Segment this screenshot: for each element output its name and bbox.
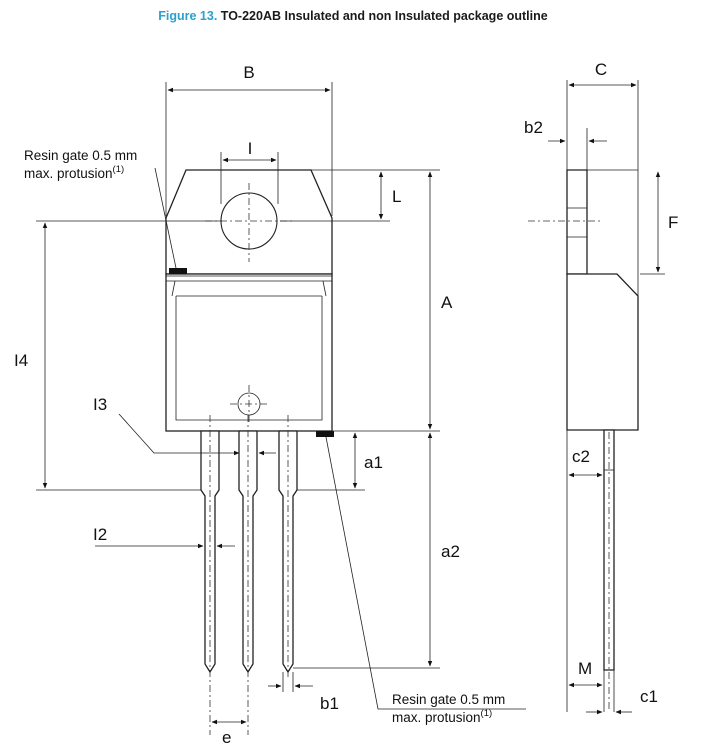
- front-view: B I L A I4 I3 a1 a2 I2 b1 e: [14, 63, 526, 747]
- dim-c-label: C: [595, 60, 607, 79]
- side-body: [566, 273, 639, 431]
- dim-i2-label: I2: [93, 525, 107, 544]
- svg-text:Resin gate 0.5 mm: Resin gate 0.5 mm: [392, 692, 505, 707]
- svg-text:Resin gate 0.5 mm: Resin gate 0.5 mm: [24, 148, 137, 163]
- dim-c1-label: c1: [640, 687, 658, 706]
- figure-caption: TO-220AB Insulated and non Insulated pac…: [221, 9, 548, 23]
- dim-l-label: L: [392, 187, 401, 206]
- dim-i3-leader: [118, 413, 240, 456]
- dim-e-label: e: [222, 728, 231, 747]
- dim-b2-label: b2: [524, 118, 543, 137]
- resin-gate-top-line2: max. protusion: [24, 166, 113, 181]
- body-edge-lines: [166, 275, 332, 282]
- side-tab: [566, 169, 588, 275]
- body-outline: [165, 273, 333, 432]
- resin-gate-bottom-leader: [325, 436, 526, 710]
- dim-m-label: M: [578, 659, 592, 678]
- dim-i3-label: I3: [93, 395, 107, 414]
- resin-gate-bottom-line1: Resin gate 0.5 mm: [392, 692, 505, 707]
- side-view: C b2 F c2 M c1: [524, 60, 678, 715]
- dim-a2-label: a2: [441, 542, 460, 561]
- dim-b-label: B: [243, 63, 254, 82]
- extension-lines: [36, 82, 440, 692]
- resin-gate-top-leader: [154, 167, 177, 269]
- svg-text:max. protusion(1): max. protusion(1): [24, 164, 124, 181]
- dim-a1-label: a1: [364, 453, 383, 472]
- dim-i-label: I: [248, 139, 253, 158]
- resin-gate-top-sup: (1): [113, 164, 125, 175]
- resin-gate-bottom-sup: (1): [481, 708, 493, 719]
- body-inner-outline: [171, 280, 327, 421]
- dim-a-label: A: [441, 293, 453, 312]
- leads: [200, 430, 298, 674]
- resin-gate-note-bottom: Resin gate 0.5 mm max. protusion(1): [325, 436, 526, 725]
- resin-gate-top-line1: Resin gate 0.5 mm: [24, 148, 137, 163]
- dim-c2-label: c2: [572, 447, 590, 466]
- resin-gate-marker-top: [169, 268, 187, 274]
- dim-b1-label: b1: [320, 694, 339, 713]
- resin-gate-bottom-line2: max. protusion: [392, 710, 481, 725]
- resin-gate-note-top: Resin gate 0.5 mm max. protusion(1): [24, 148, 177, 269]
- svg-text:max. protusion(1): max. protusion(1): [392, 708, 492, 725]
- figure-number: Figure 13.: [158, 9, 217, 23]
- resin-gate-marker-bottom: [316, 431, 334, 437]
- figure-title: Figure 13. TO-220AB Insulated and non In…: [158, 9, 547, 23]
- dim-i4-label: I4: [14, 351, 28, 370]
- dim-f-label: F: [668, 213, 678, 232]
